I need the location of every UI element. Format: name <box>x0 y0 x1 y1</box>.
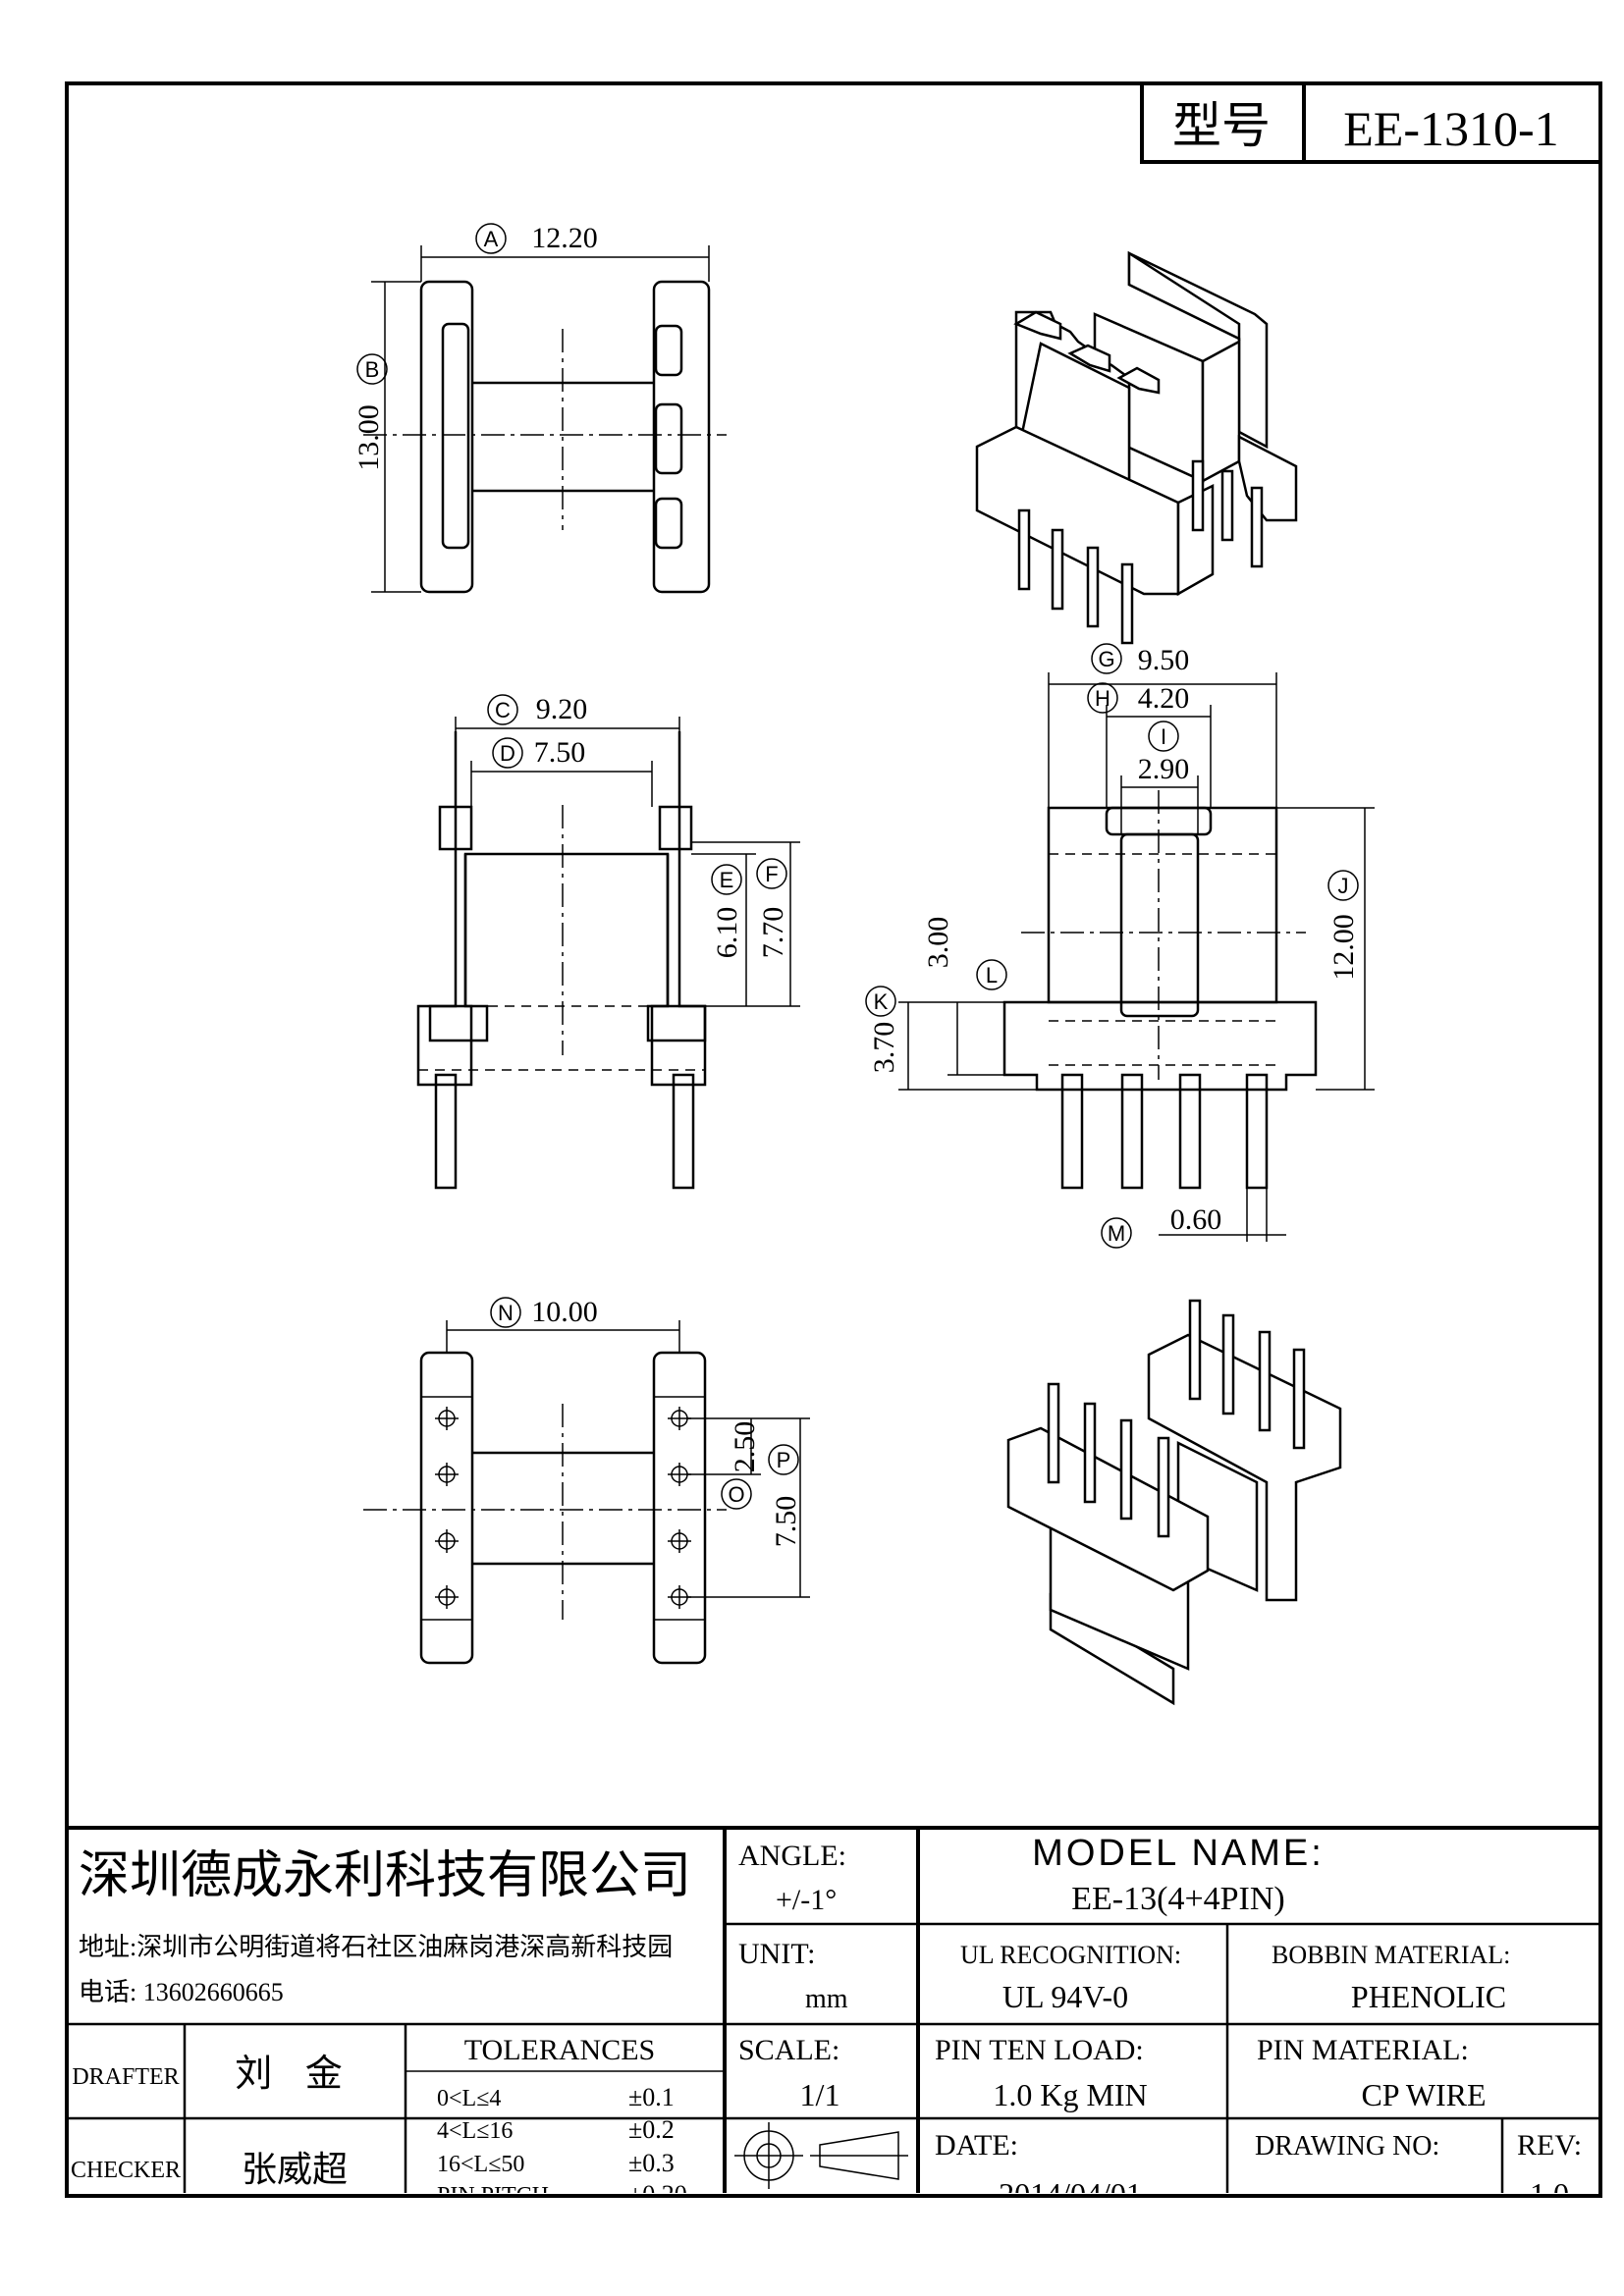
drawing-no-label: DRAWING NO: <box>1255 2131 1439 2162</box>
checker-name: 张威超 <box>242 2150 348 2189</box>
tolerance-value-2: ±0.3 <box>628 2149 675 2177</box>
dim-c-value: 9.20 <box>536 693 588 725</box>
dim-k-value: 3.70 <box>868 1022 900 1074</box>
drafter-label: DRAFTER <box>72 2064 179 2090</box>
dim-c-circle: C <box>495 698 511 722</box>
pin-load-value: 1.0 Kg MIN <box>993 2077 1147 2112</box>
dim-h-value: 4.20 <box>1138 682 1190 715</box>
isometric-view-top <box>975 250 1298 645</box>
side-view: C 9.20 D 7.50 E 6.10 F 7.70 <box>416 693 800 1190</box>
dim-g-circle: G <box>1098 647 1114 671</box>
tolerance-range-0: 0<L≤4 <box>437 2086 501 2111</box>
top-view: A 12.20 B 13.00 <box>352 222 727 594</box>
dim-m-value: 0.60 <box>1170 1203 1222 1236</box>
company-address: 地址:深圳市公明街道将石社区油麻岗港深高新科技园 <box>79 1933 673 1961</box>
model-name-label: MODEL NAME: <box>1032 1833 1325 1874</box>
ul-label: UL RECOGNITION: <box>960 1941 1181 1969</box>
pin-load-label: PIN TEN LOAD: <box>935 2034 1144 2066</box>
unit-label: UNIT: <box>738 1938 816 1970</box>
scale-label: SCALE: <box>738 2034 839 2066</box>
angle-value: +/-1° <box>776 1884 837 1916</box>
dim-d-value: 7.50 <box>534 736 586 769</box>
dim-j-circle: J <box>1338 874 1349 898</box>
dim-a-circle: A <box>484 227 499 251</box>
ul-value: UL 94V-0 <box>1002 1979 1128 2014</box>
dim-n-circle: N <box>498 1301 514 1325</box>
dim-k-circle: K <box>874 989 889 1014</box>
tolerances-label: TOLERANCES <box>464 2034 655 2066</box>
model-header-box: 型号 EE-1310-1 <box>1140 81 1602 164</box>
dim-p-value: 7.50 <box>770 1496 802 1548</box>
front-view: G 9.50 H 4.20 I 2.90 J 12.00 K 3.70 L 3.… <box>865 643 1375 1249</box>
dim-d-circle: D <box>500 741 515 766</box>
bottom-view: N 10.00 O 2.50 P 7.50 <box>363 1296 810 1665</box>
dim-i-circle: I <box>1161 724 1166 749</box>
angle-label: ANGLE: <box>738 1840 846 1872</box>
dim-e-value: 6.10 <box>711 907 743 959</box>
dim-a-value: 12.20 <box>531 222 598 254</box>
tolerance-value-1: ±0.2 <box>628 2115 675 2144</box>
model-number: EE-1310-1 <box>1343 101 1558 156</box>
dim-f-value: 7.70 <box>757 907 789 959</box>
dim-m-circle: M <box>1108 1221 1125 1246</box>
dim-h-circle: H <box>1095 686 1110 711</box>
company-name: 深圳德成永利科技有限公司 <box>79 1848 691 1904</box>
tolerance-range-3: PIN PITCH <box>437 2183 549 2209</box>
projection-symbol <box>734 2122 908 2189</box>
tolerance-value-3: ±0.20 <box>628 2180 687 2209</box>
unit-value: mm <box>805 1984 848 2014</box>
drafter-name: 刘 金 <box>235 2054 354 2095</box>
tolerance-range-2: 16<L≤50 <box>437 2152 524 2177</box>
dim-g-value: 9.50 <box>1138 644 1190 676</box>
model-label: 型号 <box>1172 98 1271 153</box>
date-value: 2014/04/01 <box>999 2176 1142 2212</box>
dim-l-value: 3.00 <box>922 917 954 969</box>
rev-label: REV: <box>1517 2129 1582 2162</box>
rev-value: 1.0 <box>1530 2176 1569 2212</box>
dim-n-value: 10.00 <box>531 1296 598 1328</box>
isometric-view-bottom <box>1006 1299 1342 1706</box>
pin-material-label: PIN MATERIAL: <box>1257 2034 1469 2066</box>
bobbin-material-label: BOBBIN MATERIAL: <box>1272 1941 1510 1969</box>
dim-b-circle: B <box>365 357 380 382</box>
bobbin-material-value: PHENOLIC <box>1351 1979 1506 2014</box>
dim-b-value: 13.00 <box>352 404 385 471</box>
tolerance-value-0: ±0.1 <box>628 2083 675 2111</box>
date-label: DATE: <box>935 2129 1018 2162</box>
dim-l-circle: L <box>986 963 998 988</box>
dim-j-value: 12.00 <box>1327 914 1360 981</box>
dim-e-circle: E <box>720 868 734 892</box>
dim-f-circle: F <box>765 862 778 886</box>
dim-i-value: 2.90 <box>1138 753 1190 785</box>
sheet-border <box>65 81 1602 2198</box>
model-name-value: EE-13(4+4PIN) <box>1071 1881 1284 1917</box>
company-phone: 电话: 13602660665 <box>79 1978 284 2006</box>
tolerance-range-1: 4<L≤16 <box>437 2118 513 2144</box>
dim-o-value: 2.50 <box>729 1421 761 1473</box>
dim-o-circle: O <box>728 1482 744 1507</box>
pin-material-value: CP WIRE <box>1361 2077 1486 2112</box>
scale-value: 1/1 <box>800 2077 840 2112</box>
checker-label: CHECKER <box>71 2158 181 2183</box>
title-block: 深圳德成永利科技有限公司 地址:深圳市公明街道将石社区油麻岗港深高新科技园 电话… <box>67 1826 1600 2212</box>
dim-p-circle: P <box>777 1448 791 1472</box>
